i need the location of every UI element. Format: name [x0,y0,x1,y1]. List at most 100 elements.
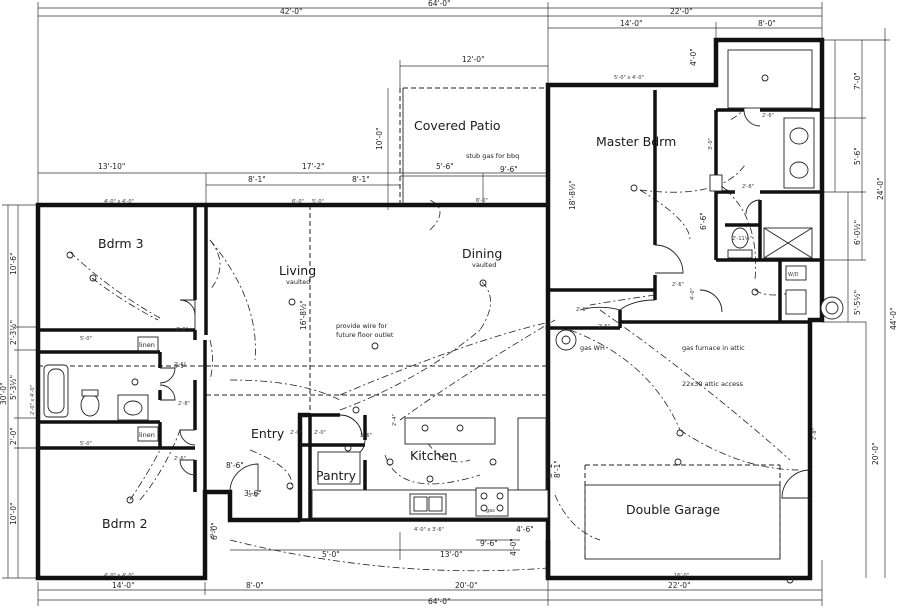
dim-bot-22-0: 22'-0" [668,581,691,590]
gas-furnace-note: gas furnace in attic [682,344,745,352]
dim-seg-8-1a: 8'-1" [248,175,266,184]
light-fixtures [66,74,794,584]
dim-w-garage: 16'-0" [674,573,689,579]
beam-headers [38,205,781,560]
linen-upper: linen [139,341,155,349]
dim-d22: 3'-6" [360,433,372,439]
dim-right-5-5: 5'-5½" [853,290,862,315]
dim-seg-13-10: 13'-10" [98,162,125,171]
dim-garage-8-1: 8'-1" [553,460,562,478]
dim-left-10-6: 10'-6" [9,252,18,275]
dim-kitchen-8: 8'-1" [545,460,554,478]
room-labels: Bdrm 3 Bdrm 2 Living vaulted Dining vaul… [98,118,720,531]
dim-d12: 6'-0" [210,526,216,538]
room-pantry: Pantry [316,468,357,483]
dim-d33: 2'-8" [812,428,818,440]
dim-d10: 5'-0" [80,441,92,447]
room-living: Living [279,263,316,278]
dim-d3: 2'-8" [178,401,190,407]
gas-wh-note: gas WH [580,344,605,352]
dim-d13: 2'-6" [598,324,610,330]
dim-bath-6-6: 6'-6" [699,212,708,230]
dim-left-30-0: 30'-0" [0,382,8,405]
dim-left-10-0: 10'-0" [9,502,18,525]
dim-d9: 3'-1" [174,364,186,370]
dim-garage-top: 22'-0" [670,7,693,16]
dim-overall-top: 64'-0" [428,0,451,8]
dim-d14: 2'-0" [290,430,302,436]
outlet-note-2: future floor outlet [336,331,394,339]
dim-left-5-3: 5'-3½" [9,375,18,400]
dim-w-patio: 6'-0" [476,198,488,204]
dim-bot-8-6: 8'-6" [226,461,244,470]
dim-bot-8-0: 8'-0" [246,581,264,590]
linen-lower: linen [139,431,155,439]
outlet-note-1: provide wire for [336,322,387,330]
dim-patio-depth: 10'-0" [375,127,384,150]
dim-bot-4-0: 4'-0" [509,538,518,556]
dim-d29: 2'-4" [392,414,398,426]
window-labels: 4'-0" x 4'-0" 4'-0" x 4'-0" 5'-0" x 4'-0… [30,75,689,579]
dim-d18: 4'-0" [690,288,696,300]
dim-d20: 2'-6" [742,184,754,190]
room-living-sub: vaulted [286,278,310,286]
exterior-walls [35,37,825,581]
dim-right-4-0: 4'-0" [689,48,698,66]
small-dimension-labels: 2'-6" 2'-6" 2'-8" 2'-6" 5'-0" 5'-0" 3'-1… [80,113,818,538]
dim-w-vtr: W/D [788,272,799,278]
room-master: Master Bdrm [596,134,676,149]
dim-d11: 3'-0" [248,493,260,499]
dim-d15: 2'-6" [672,282,684,288]
dim-d16: 3'-0" [708,138,714,150]
dim-bot-5-0: 5'-0" [322,550,340,559]
dim-right-44-0: 44'-0" [889,307,898,330]
dim-w-master: 5'-0" x 4'-0" [614,75,644,81]
dim-m8: 8'-0" [758,19,776,28]
dim-seg-5-6: 5'-6" [436,162,454,171]
dim-left-2-0: 2'-0" [9,427,18,445]
room-entry: Entry [251,426,285,441]
dim-pantry-2: 2'-0" [314,430,326,436]
dim-w-bdrm3: 4'-0" x 4'-0" [104,199,134,205]
fixtures [43,49,844,560]
dim-right-6-0: 6'-0½" [853,220,862,245]
notes: linen linen stub gas for bbq provide wir… [139,152,745,514]
dim-bot-14-0: 14'-0" [112,581,135,590]
dim-right-20-0: 20'-0" [871,442,880,465]
room-dining-sub: vaulted [472,261,496,269]
room-bdrm2: Bdrm 2 [102,516,148,531]
dim-d1: 2'-6" [176,327,188,333]
dim-bot-3-6: 3'-6" [244,489,262,498]
dim-house-top: 42'-0" [280,7,303,16]
dim-d2: 2'-6" [174,362,186,368]
interior-walls [38,90,822,522]
dim-w-kitchen: 4'-0" x 3'-6" [414,527,444,533]
dim-bot-4-6: 4'-6" [516,525,534,534]
gas-range-note: gas [486,508,495,514]
dim-d4: 2'-6" [174,456,186,462]
dim-seg-9-6: 9'-6" [500,165,518,174]
dim-m14: 14'-0" [620,19,643,28]
room-covered-patio: Covered Patio [414,118,501,133]
dim-bot-20-0: 20'-0" [455,581,478,590]
dim-bath-2-11: 2'-11½" [732,235,752,242]
dim-left-2-3: 2'-3½" [9,320,18,345]
room-garage: Double Garage [626,502,720,517]
dim-right-5-6: 5'-6" [853,147,862,165]
dim-d28: 2'-6" [576,307,588,313]
dim-bot-9-6: 9'-6" [480,539,498,548]
dim-w-living-a: 6'-0" [292,199,304,205]
dim-w-bdrm2: 4'-0" x 4'-0" [104,573,134,579]
dim-seg-17-2: 17'-2" [302,162,325,171]
dim-d10: 5'-0" [80,336,92,342]
stub-gas-note: stub gas for bbq [466,152,519,160]
room-dining: Dining [462,246,502,261]
attic-access-note: 22x30 attic access [682,380,743,388]
dim-living-16: 16'-8½" [299,300,308,330]
dim-w-living-b: 5'-0" [312,199,324,205]
dim-bot-13-0: 13'-0" [440,550,463,559]
dim-bot-6-0: 6'-0" [210,522,219,540]
